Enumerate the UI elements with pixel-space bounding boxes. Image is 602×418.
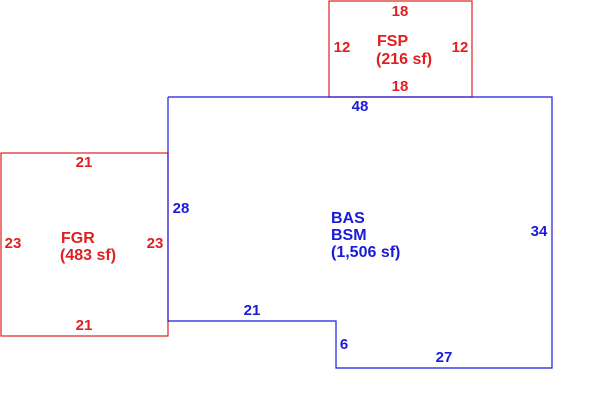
bas-dim-step-side: 6 [340,336,348,353]
bas-dim-right: 34 [531,223,548,240]
bas-code-1: BAS [331,210,365,227]
bas-dim-bottom: 27 [436,349,453,366]
fgr-dim-right: 23 [147,235,164,252]
fsp-area: (216 sf) [376,51,432,68]
fsp-dim-right: 12 [452,39,469,56]
fsp-code: FSP [377,33,408,50]
fgr-dim-left: 23 [5,235,22,252]
fgr-dim-top: 21 [76,154,93,171]
fsp-dim-bottom: 18 [392,78,409,95]
bas-dim-left: 28 [173,200,190,217]
bas-area: (1,506 sf) [331,244,400,261]
fgr-dim-bottom: 21 [76,317,93,334]
bas-dim-step-top: 21 [244,302,261,319]
fgr-area: (483 sf) [60,247,116,264]
bas-outline [167,96,553,369]
fsp-dim-left: 12 [334,39,351,56]
fsp-dim-top: 18 [392,3,409,20]
bas-dim-top: 48 [352,98,369,115]
fgr-code: FGR [61,230,95,247]
bas-code-2: BSM [331,227,367,244]
